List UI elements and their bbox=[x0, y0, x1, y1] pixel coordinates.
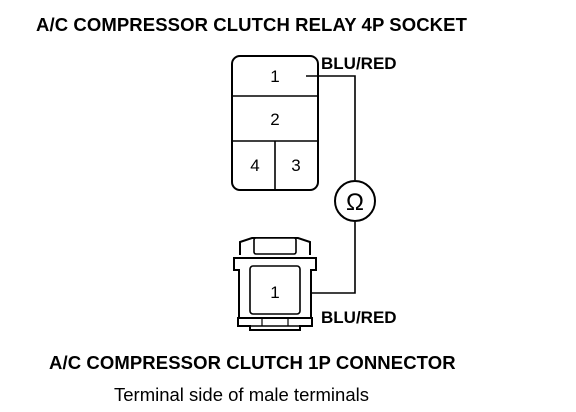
socket-terminal-4: 4 bbox=[250, 156, 259, 175]
connector-title: A/C COMPRESSOR CLUTCH 1P CONNECTOR bbox=[49, 352, 456, 373]
socket-terminal-2: 2 bbox=[270, 110, 279, 129]
socket-terminal-1: 1 bbox=[270, 67, 279, 86]
test-lead-wire bbox=[306, 75, 356, 294]
ohm-icon: Ω bbox=[346, 189, 364, 216]
connector-terminal-1: 1 bbox=[270, 283, 279, 302]
relay-socket-title: A/C COMPRESSOR CLUTCH RELAY 4P SOCKET bbox=[36, 14, 467, 35]
connector-wire-color-label: BLU/RED bbox=[321, 308, 397, 327]
connector-1p bbox=[233, 237, 317, 331]
socket-terminal-3: 3 bbox=[291, 156, 300, 175]
socket-wire-color-label: BLU/RED bbox=[321, 54, 397, 73]
ohmmeter-symbol: Ω bbox=[334, 180, 376, 222]
relay-socket: 1 2 4 3 bbox=[231, 55, 319, 191]
connector-view-note: Terminal side of male terminals bbox=[114, 384, 369, 405]
